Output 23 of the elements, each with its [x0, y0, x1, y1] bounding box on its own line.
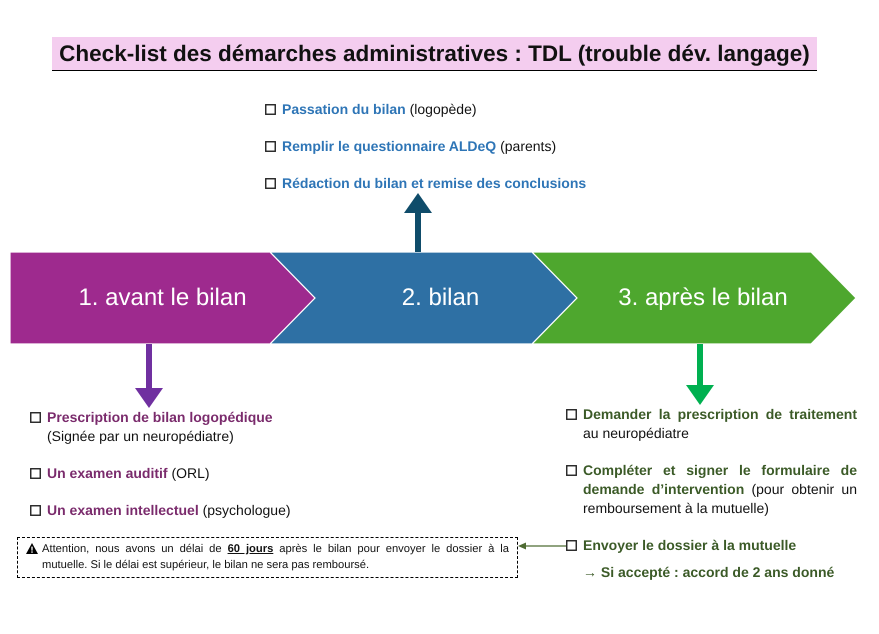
arrow — [518, 542, 566, 550]
checklist-item: Envoyer le dossier à la mutuelle — [583, 536, 798, 555]
note-text: Attention, nous avons un délai de 60 jours après le bilan pour envoyer le dossier à la mutuelle. Si le délai est supérieur, le bilan ne sera pas remboursé. — [42, 542, 509, 573]
step-label: 1. avant le bilan — [78, 284, 247, 312]
checklist-item: Rédaction du bilan et remise des conclusions — [282, 174, 586, 193]
checklist-item: Un examen auditif (ORL) — [47, 464, 211, 483]
arrow — [135, 344, 163, 408]
checklist-item: Compléter et signer le formulaire de demande d’intervention (pour obtenir un remboursement à la mutuelle) — [583, 461, 857, 518]
checklist-item: Prescription de bilan logopédique (Signée par un neuropédiatre) — [47, 408, 274, 446]
checklist-item: Un examen intellectuel (psychologue) — [47, 501, 292, 520]
checklist-item: Demander la prescription de traitement au neuropédiatre — [583, 405, 857, 443]
checklist-item: Passation du bilan (logopède) — [282, 100, 478, 119]
note-box — [17, 537, 518, 578]
checklist-item: → Si accepté : accord de 2 ans donné — [583, 563, 836, 582]
step-label: 3. après le bilan — [618, 284, 788, 312]
arrow — [404, 193, 432, 252]
title: Check-list des démarches administratives : TDL (trouble dév. langage) — [52, 37, 817, 71]
process-step — [10, 252, 315, 344]
arrow — [686, 344, 714, 405]
process-step — [532, 252, 856, 344]
process-step — [270, 252, 577, 344]
checklist-item: Remplir le questionnaire ALDeQ (parents) — [282, 137, 558, 156]
step-label: 2. bilan — [402, 284, 480, 312]
